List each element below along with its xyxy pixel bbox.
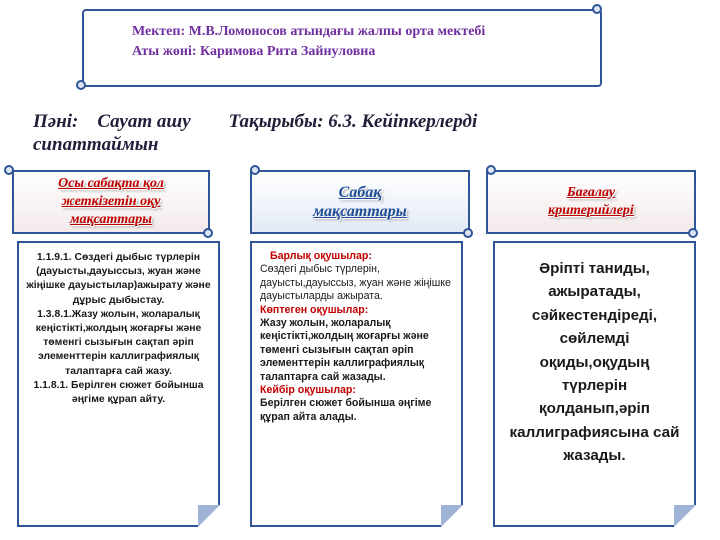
subject-topic-text: Пәні: Сауат ашу Тақырыбы: 6.3. Кейіпкерл… xyxy=(33,111,482,155)
scroll-curl-bottom-left xyxy=(76,80,86,90)
objectives-text: 1.1.9.1. Сөздегі дыбыс түрлерін (дауысты… xyxy=(26,252,211,406)
page-fold xyxy=(441,505,463,527)
teacher-name-line: Аты жөні: Каримова Рита Зайнуловна xyxy=(132,44,376,59)
banner-curl xyxy=(203,228,213,238)
page-fold xyxy=(198,505,220,527)
objectives-box: 1.1.9.1. Сөздегі дыбыс түрлерін (дауысты… xyxy=(17,241,220,527)
some-students-text: Берілген сюжет бойынша әңгіме құрап айта… xyxy=(260,397,432,423)
lesson-goals-box: Барлық оқушылар: Сөздегі дыбыс түрлерін,… xyxy=(250,241,463,527)
criteria-text: Әріпті таниды, ажыратады, сәйкестендіред… xyxy=(509,260,680,465)
objectives-banner-label: Осы сабақта қол жеткізетін оқу мақсаттар… xyxy=(58,176,164,227)
banner-curl xyxy=(4,165,14,175)
banner-curl xyxy=(463,228,473,238)
banner-curl xyxy=(688,228,698,238)
most-students-text: Жазу жолын, жоларалық кеңістікті,жолдың … xyxy=(260,317,429,383)
criteria-banner-label: Бағалау критерийлері xyxy=(548,185,634,218)
header-text: Мектеп: М.В.Ломоносов атындағы жалпы орт… xyxy=(132,22,485,62)
school-line: Мектеп: М.В.Ломоносов атындағы жалпы орт… xyxy=(132,24,486,39)
lesson-goals-banner: Сабақ мақсаттары xyxy=(250,170,470,234)
page-fold xyxy=(674,505,696,527)
criteria-banner: Бағалау критерийлері xyxy=(486,170,696,234)
header-scroll xyxy=(82,9,602,87)
criteria-box: Әріпті таниды, ажыратады, сәйкестендіред… xyxy=(493,241,696,527)
lesson-goals-banner-label: Сабақ мақсаттары xyxy=(313,184,407,220)
objectives-banner: Осы сабақта қол жеткізетін оқу мақсаттар… xyxy=(12,170,210,234)
scroll-curl-top-right xyxy=(592,4,602,14)
some-students-heading: Кейбір оқушылар: xyxy=(260,384,356,397)
all-students-text: Сөздегі дыбыс түрлерін, дауысты,дауыссыз… xyxy=(260,263,451,303)
most-students-heading: Көптеген оқушылар: xyxy=(260,303,369,316)
banner-curl xyxy=(486,165,496,175)
banner-curl xyxy=(250,165,260,175)
all-students-heading: Барлық оқушылар: xyxy=(270,250,372,262)
